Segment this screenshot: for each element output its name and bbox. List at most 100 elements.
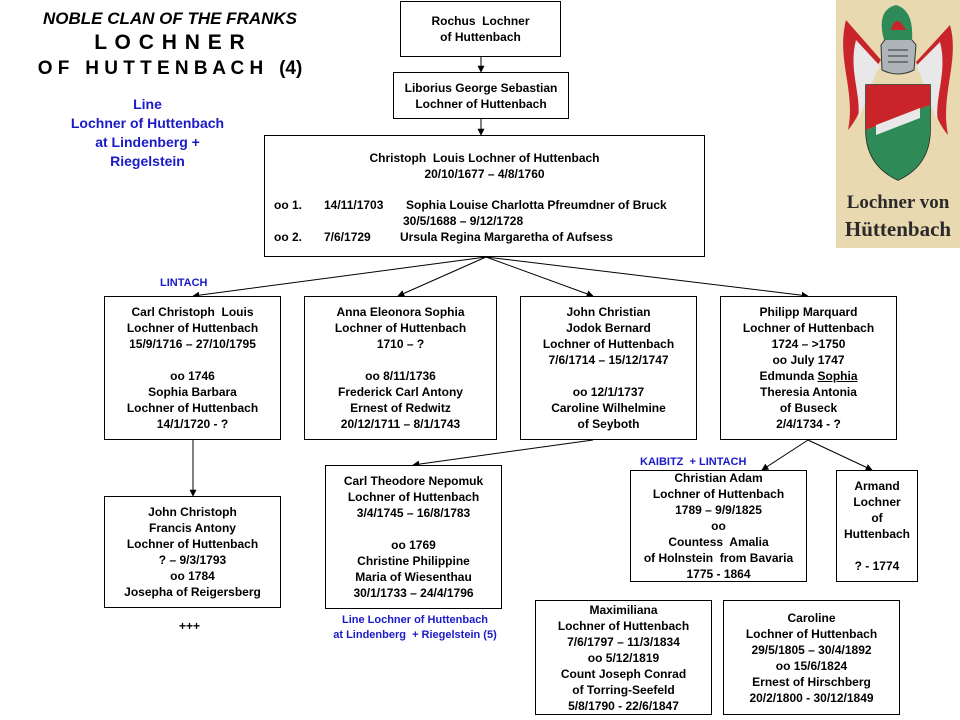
person-armand: Armand Lochner of Huttenbach ? - 1774: [836, 470, 918, 582]
line-ref-1: Line Lochner of Huttenbach: [341, 614, 489, 626]
carl-theodore-line-1: Carl Theodore Nepomuk: [343, 474, 484, 488]
person-liborius: Liborius George Sebastian Lochner of Hut…: [393, 72, 569, 119]
link-christoph-anna: [397, 256, 487, 297]
john-christoph-line-2: Francis Antony: [149, 521, 236, 535]
philipp-line-8: 2/4/1734 - ?: [776, 417, 841, 431]
title-line-3: O F H U T T E N B A C H (4): [37, 58, 303, 79]
christian-adam-line-2: Lochner of Huttenbach: [652, 487, 785, 501]
title-line-2: L O C H N E R: [94, 31, 246, 54]
john-christian-line-1: John Christian: [566, 305, 651, 319]
philipp-line-2: Lochner of Huttenbach: [742, 321, 875, 335]
person-caroline: Caroline Lochner of Huttenbach 29/5/1805…: [723, 600, 900, 715]
anna-line-7: Ernest of Redwitz: [350, 401, 451, 415]
carl-line-6: Sophia Barbara: [148, 385, 237, 399]
john-christoph-line-6: Josepha of Reigersberg: [124, 585, 261, 599]
armand-line-3: of: [871, 511, 883, 525]
christoph-name: Christoph Louis Lochner of Huttenbach: [369, 151, 600, 165]
svg-text:Hüttenbach: Hüttenbach: [845, 217, 952, 241]
label-kaibitz-lintach: KAIBITZ + LINTACH: [640, 456, 747, 468]
christoph-marriage-1: oo 1. 14/11/1703 Sophia Louise Charlotta…: [274, 197, 699, 213]
christoph-marriage-2: oo 2. 7/6/1729 Ursula Regina Margaretha …: [274, 229, 699, 245]
person-carl-theodore-nepomuk: Carl Theodore Nepomuk Lochner of Huttenb…: [325, 465, 502, 609]
christoph-dates: 20/10/1677 – 4/8/1760: [424, 167, 545, 181]
john-christoph-line-4: ? – 9/3/1793: [158, 553, 227, 567]
anna-line-8: 20/12/1711 – 8/1/1743: [340, 417, 461, 431]
christian-adam-line-6: of Holnstein from Bavaria: [643, 551, 794, 565]
maximiliana-line-4: oo 5/12/1819: [587, 650, 660, 665]
caroline-line-5: Ernest of Hirschberg: [752, 674, 871, 689]
person-anna-eleonora-sophia: Anna Eleonora Sophia Lochner of Huttenba…: [304, 296, 497, 440]
carl-theodore-line-4: [326, 521, 501, 537]
marriage-1-tag: oo 1.: [274, 198, 303, 212]
maximiliana-line-6: of Torring-Seefeld: [572, 682, 675, 697]
philipp-line-7: of Buseck: [779, 401, 838, 415]
marriage-2-spouse: Ursula Regina Margaretha of Aufsess: [400, 230, 613, 244]
marriage-1-dates: 30/5/1688 – 9/12/1728: [403, 214, 524, 228]
marriage-1-spouse: Sophia Louise Charlotta Pfreumdner of Br…: [406, 198, 667, 212]
title-line-1: NOBLE CLAN OF THE FRANKS: [42, 9, 298, 28]
john-christian-line-2: Jodok Bernard: [566, 321, 651, 335]
john-christian-line-5: [521, 368, 696, 384]
caroline-line-6: 20/2/1800 - 30/12/1849: [749, 690, 874, 705]
maximiliana-line-7: 5/8/1790 - 22/6/1847: [568, 698, 679, 713]
link-philipp-armand: [807, 439, 873, 471]
carl-theodore-line-3: 3/4/1745 – 16/8/1783: [356, 506, 471, 520]
extinct-mark: +++: [179, 619, 201, 633]
christian-adam-line-1: Christian Adam: [674, 471, 763, 485]
person-maximiliana: Maximiliana Lochner of Huttenbach 7/6/17…: [535, 600, 712, 715]
john-christoph-line-1: John Christoph: [148, 505, 237, 519]
line-ref-2: at Lindenberg + Riegelstein (5): [333, 629, 497, 641]
label-line-ref: Line Lochner of Huttenbach at Lindenberg…: [320, 613, 510, 643]
anna-line-1: Anna Eleonora Sophia: [336, 305, 465, 319]
underlined-name: Sophia: [817, 369, 858, 383]
line-title-4: Riegelstein: [110, 153, 185, 169]
rochus-line-1: Rochus Lochner: [431, 14, 530, 28]
carl-line-4: [105, 352, 280, 368]
anna-line-6: Frederick Carl Antony: [338, 385, 463, 399]
anna-line-2: Lochner of Huttenbach: [334, 321, 467, 335]
link-philipp-christianadam: [761, 439, 809, 471]
link-christoph-philipp: [485, 256, 809, 299]
page-title: NOBLE CLAN OF THE FRANKS L O C H N E R O…: [10, 8, 330, 82]
person-john-christian: John Christian Jodok Bernard Lochner of …: [520, 296, 697, 440]
caroline-line-2: Lochner of Huttenbach: [745, 626, 878, 641]
maximiliana-line-5: Count Joseph Conrad: [560, 666, 687, 681]
person-rochus: Rochus Lochner of Huttenbach: [400, 1, 561, 57]
line-title-2: Lochner of Huttenbach: [70, 115, 225, 131]
anna-line-4: [305, 352, 496, 368]
christian-adam-line-7: 1775 - 1864: [686, 567, 751, 581]
maximiliana-line-1: Maximiliana: [589, 602, 658, 617]
marriage-2-date: 7/6/1729: [324, 230, 371, 244]
john-christian-line-6: oo 12/1/1737: [572, 385, 645, 399]
philipp-line-5: Edmunda Sophia: [759, 369, 858, 383]
person-christoph-louis: Christoph Louis Lochner of Huttenbach 20…: [264, 135, 705, 257]
person-christian-adam: Christian Adam Lochner of Huttenbach 178…: [630, 470, 807, 582]
christian-adam-line-4: oo: [711, 519, 726, 533]
carl-theodore-line-8: 30/1/1733 – 24/4/1796: [353, 586, 474, 600]
carl-theodore-line-2: Lochner of Huttenbach: [347, 490, 480, 504]
armand-line-6: ? - 1774: [854, 559, 900, 573]
maximiliana-line-2: Lochner of Huttenbach: [557, 618, 690, 633]
label-lintach: LINTACH: [160, 277, 208, 289]
carl-line-8: 14/1/1720 - ?: [156, 417, 229, 431]
christian-adam-line-5: Countess Amalia: [668, 535, 769, 549]
marriage-1-date: 14/11/1703: [324, 198, 384, 212]
rochus-line-2: of Huttenbach: [440, 30, 521, 44]
link-christoph-john: [485, 256, 594, 298]
carl-theodore-line-6: Christine Philippine: [357, 554, 470, 568]
philipp-line-3: 1724 – >1750: [771, 337, 846, 351]
link-john-carltheodore: [412, 439, 594, 468]
line-title: Line Lochner of Huttenbach at Lindenberg…: [50, 95, 245, 171]
philipp-line-1: Philipp Marquard: [759, 305, 858, 319]
person-carl-christoph-louis: Carl Christoph Louis Lochner of Huttenba…: [104, 296, 281, 440]
christian-adam-line-3: 1789 – 9/9/1825: [675, 503, 762, 517]
john-christian-line-7: Caroline Wilhelmine: [551, 401, 666, 415]
carl-line-2: Lochner of Huttenbach: [126, 321, 259, 335]
person-philipp-marquard: Philipp Marquard Lochner of Huttenbach 1…: [720, 296, 897, 440]
armand-line-4: Huttenbach: [844, 527, 910, 541]
svg-text:Lochner von: Lochner von: [847, 192, 950, 213]
marriage-2-tag: oo 2.: [274, 230, 303, 244]
maximiliana-line-3: 7/6/1797 – 11/3/1834: [567, 634, 680, 649]
carl-line-7: Lochner of Huttenbach: [126, 401, 259, 415]
